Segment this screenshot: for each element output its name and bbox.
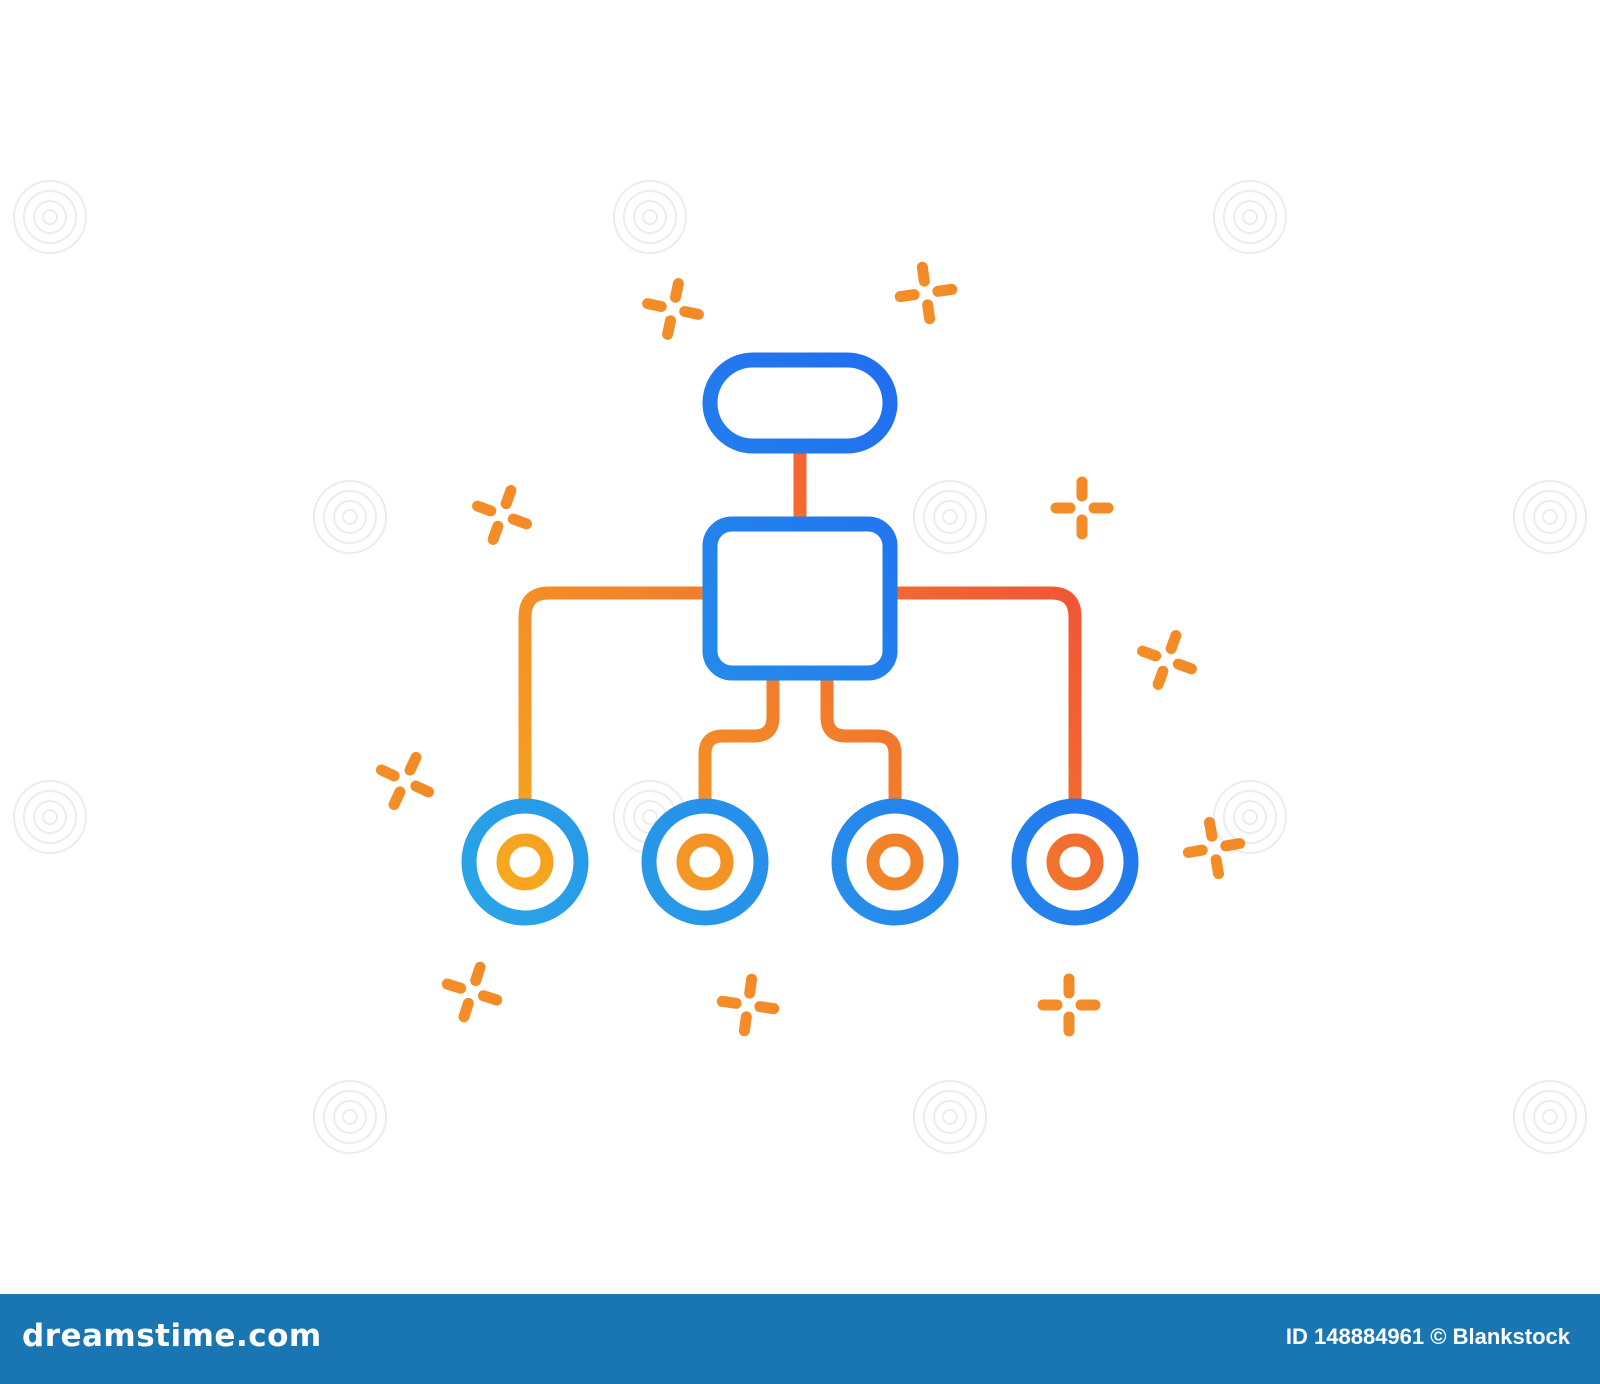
- footer-bar: dreamstime.com ID 148884961 © Blankstock: [0, 1294, 1600, 1384]
- id-label: ID: [1285, 1324, 1308, 1349]
- author-name[interactable]: Blankstock: [1452, 1324, 1570, 1349]
- child-node-1: [461, 798, 589, 926]
- brand-logo-text[interactable]: dreamstime.com: [22, 1318, 322, 1354]
- connector-lines: [518, 446, 1082, 802]
- child-nodes: [461, 798, 1139, 926]
- copyright-icon: ©: [1430, 1324, 1447, 1349]
- parent-node-box: [702, 516, 898, 681]
- image-credit: ID 148884961 © Blankstock: [1286, 1324, 1570, 1350]
- child-node-3: [831, 798, 959, 926]
- artwork: [13, 180, 1587, 1154]
- id-value: 148884961: [1314, 1324, 1425, 1349]
- child-node-2: [641, 798, 769, 926]
- child-node-4: [1011, 798, 1139, 926]
- root-node-box: [702, 352, 898, 454]
- hierarchy-boxes: [702, 352, 898, 681]
